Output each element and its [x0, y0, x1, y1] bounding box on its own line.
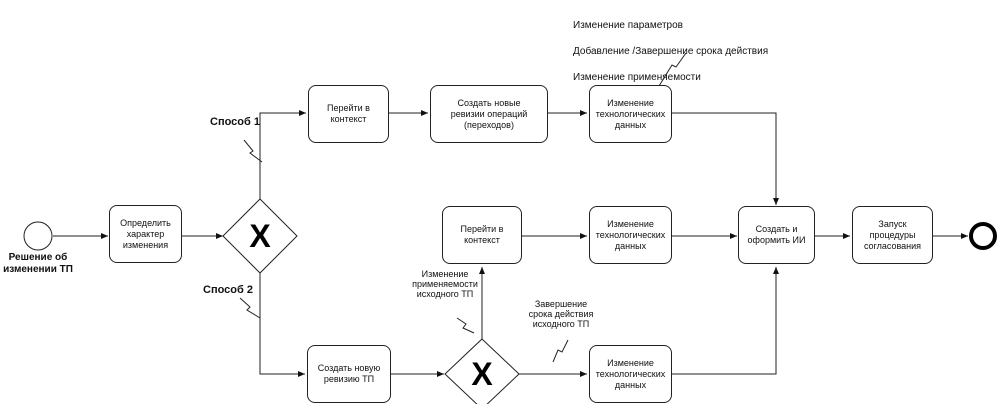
condition-expiry-source: Завершение срока действия исходного ТП	[528, 299, 594, 329]
task-tech-data-top: Изменение технологических данных	[589, 85, 672, 143]
end-event	[969, 222, 997, 250]
annotation-line-2: Добавление /Завершение срока действия	[573, 46, 769, 57]
task-start-approval: Запуск процедуры согласования	[852, 206, 933, 264]
annotation-line-1: Изменение параметров	[573, 20, 683, 31]
task-create-ii: Создать и оформить ИИ	[738, 206, 815, 264]
task-tech-data-mid: Изменение технологических данных	[589, 206, 672, 264]
association-expiry	[552, 339, 569, 363]
task-context-top: Перейти в контекст	[308, 85, 389, 143]
flow-gateway-to-context-top	[259, 110, 306, 199]
task-define-change: Определить характер изменения	[109, 205, 182, 263]
task-context-mid: Перейти в контекст	[442, 206, 522, 264]
condition-method2: Способ 2	[203, 284, 253, 296]
condition-method1: Способ 1	[210, 116, 260, 128]
association-method1	[243, 139, 263, 163]
flow-tech-top-to-create-ii	[672, 112, 779, 205]
start-event-label: Решение об изменении ТП	[3, 252, 73, 275]
task-new-revisions-ops: Создать новые ревизии операций (переходо…	[430, 85, 548, 143]
association-method2	[239, 297, 261, 319]
text-annotation: Изменение параметров Добавление /Заверше…	[573, 6, 768, 97]
task-new-revision-tp: Создать новую ревизию ТП	[307, 345, 391, 403]
annotation-line-3: Изменение применяемости	[573, 72, 701, 83]
association-applicability	[456, 317, 475, 334]
flow-gateway-to-new-revision	[259, 273, 305, 377]
task-tech-data-bottom: Изменение технологических данных	[589, 345, 672, 403]
gateway-secondary-x-mark: X	[471, 356, 493, 392]
exclusive-gateway-main	[222, 198, 298, 274]
gateway-main-x-mark: X	[249, 218, 271, 254]
condition-applicability-source: Изменение применяемости исходного ТП	[412, 269, 478, 299]
association-annotation	[658, 52, 687, 87]
flow-tech-bottom-to-create-ii	[672, 267, 779, 375]
start-event	[23, 221, 53, 251]
exclusive-gateway-secondary	[444, 338, 520, 404]
